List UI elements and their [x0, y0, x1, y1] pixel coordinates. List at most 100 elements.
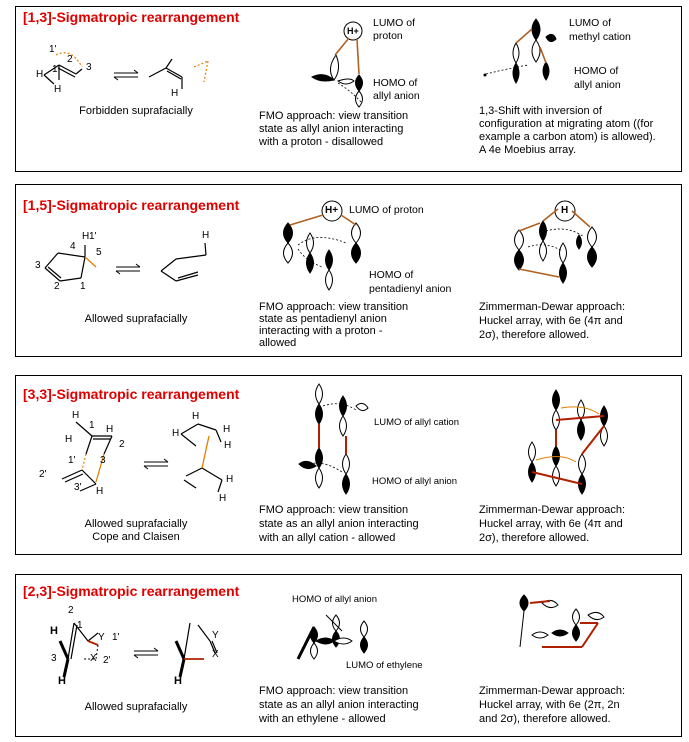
scheme-caption: Allowed suprafacially — [84, 701, 188, 713]
right-caption: Huckel array, with 6e (4π and — [479, 315, 623, 327]
panel-2-3-sigmatropic: [2,3]-Sigmatropic rearrangement 2 — [15, 574, 682, 737]
fmo-caption: interacting with a proton - — [259, 325, 383, 337]
atom-label: H — [171, 88, 179, 99]
atom-label: 1 — [80, 281, 86, 292]
fmo-caption: state as an allyl anion interacting — [259, 699, 419, 711]
atom-label: 1 — [89, 420, 95, 431]
right-caption: example a carbon atom) is allowed). — [479, 131, 656, 143]
atom-label: 2 — [119, 439, 125, 450]
right-caption: configuration at migrating atom ((for — [479, 118, 654, 130]
atom-label: H — [72, 410, 80, 421]
fmo-diagram-1-5 — [283, 200, 361, 291]
right-caption: 1,3-Shift with inversion of — [479, 105, 602, 117]
atom-label: H — [50, 625, 58, 637]
huckel-diagram-2-3 — [519, 594, 605, 648]
panel-1-3-sigmatropic: [1,3]-Sigmatropic rearrangement 1' 2 3 1 — [15, 6, 682, 172]
atom-label: 2' — [39, 469, 47, 480]
scheme-caption: Allowed suprafacially — [84, 518, 188, 530]
atom-label: H — [219, 493, 227, 504]
atom-label: H — [226, 474, 234, 485]
atom-label: 4 — [70, 241, 76, 252]
atom-label: 3' — [74, 482, 82, 493]
reaction-scheme-2-3 — [58, 622, 218, 678]
homo-label: allyl anion — [574, 79, 621, 91]
right-caption: and 2σ), therefore allowed. — [479, 713, 611, 725]
atom-label: H — [223, 424, 231, 435]
fmo-caption: with an allyl cation - allowed — [259, 532, 396, 544]
right-caption: A 4e Moebius array. — [479, 144, 577, 156]
panel-3-3-sigmatropic: [3,3]-Sigmatropic rearrangement — [15, 375, 682, 555]
atom-label: H — [192, 411, 200, 422]
atom-label: 5 — [96, 247, 102, 258]
atom-label: H — [36, 69, 44, 80]
proton-label: H+ — [325, 205, 339, 216]
fmo-caption: FMO approach: view transition — [259, 301, 409, 313]
atom-label: 3 — [86, 62, 92, 73]
atom-label: 1' — [89, 231, 97, 242]
atom-label: 1' — [49, 44, 57, 55]
panel-title: [1,5]-Sigmatropic rearrangement — [23, 197, 240, 213]
right-caption: Huckel array, with 6e (2π, 2n — [479, 699, 620, 711]
right-proton-label: H — [561, 205, 569, 216]
atom-label: 2' — [103, 655, 111, 666]
atom-label: Y — [212, 630, 219, 641]
atom-label: 2 — [67, 54, 73, 65]
right-caption: Zimmerman-Dewar approach: — [479, 685, 626, 697]
lumo-label: LUMO of ethylene — [346, 660, 423, 671]
atom-label: H — [54, 84, 62, 95]
homo-label: HOMO of — [369, 269, 414, 281]
lumo-label: LUMO of — [373, 17, 416, 29]
homo-label: pentadienyl anion — [369, 283, 452, 295]
right-caption: Huckel array, with 6e (4π and — [479, 518, 623, 530]
fmo-caption: with a proton - disallowed — [259, 136, 384, 148]
lumo-label: proton — [373, 30, 403, 42]
fmo-diagram-2-3 — [296, 614, 368, 660]
huckel-diagram-1-5 — [514, 200, 597, 284]
fmo-caption: state as pentadienyl anion — [259, 313, 387, 325]
right-caption: Zimmerman-Dewar approach: — [479, 301, 626, 313]
fmo-diagram-3-3 — [298, 383, 369, 495]
fmo-caption: with an ethylene - allowed — [259, 713, 386, 725]
right-caption: 2σ), therefore allowed. — [479, 329, 590, 341]
reaction-scheme-1-5 — [44, 242, 207, 282]
lumo-label: methyl cation — [569, 31, 631, 43]
fmo-caption: allowed — [259, 337, 297, 349]
panel-title: [1,3]-Sigmatropic rearrangement — [23, 9, 240, 25]
atom-label: 3 — [35, 260, 41, 271]
atom-label: 3 — [100, 455, 106, 466]
atom-label: 1 — [77, 620, 83, 631]
homo-label: HOMO of — [574, 65, 619, 77]
atom-label: 2 — [54, 281, 60, 292]
reaction-scheme-3-3 — [61, 421, 223, 493]
atom-label: H — [174, 675, 182, 687]
atom-label: 1' — [68, 455, 76, 466]
atom-label: 1 — [52, 64, 58, 75]
lumo-label: LUMO of proton — [349, 204, 424, 216]
atom-label: Y — [98, 632, 105, 643]
fmo-caption: FMO approach: view transition — [259, 504, 409, 516]
moebius-diagram-1-3 — [483, 18, 557, 84]
atom-label: H — [172, 428, 180, 439]
homo-label: HOMO of — [373, 77, 418, 89]
atom-label: 3 — [51, 653, 57, 664]
scheme-caption: Allowed suprafacially — [84, 313, 188, 325]
scheme-caption: Forbidden suprafacially — [79, 105, 193, 117]
homo-label: allyl anion — [373, 90, 420, 102]
proton-label: H+ — [347, 26, 359, 36]
atom-label: H — [96, 486, 104, 497]
fmo-caption: FMO approach: view transition — [259, 110, 409, 122]
atom-label: H — [82, 231, 90, 242]
atom-label: H — [106, 424, 114, 435]
atom-label: X — [90, 653, 97, 664]
atom-label: X — [212, 649, 219, 660]
atom-label: H — [202, 230, 210, 241]
right-caption: 2σ), therefore allowed. — [479, 532, 590, 544]
fmo-caption: state as allyl anion interacting — [259, 123, 404, 135]
homo-label: HOMO of allyl anion — [372, 476, 458, 487]
lumo-label: LUMO of — [569, 17, 612, 29]
atom-label: 1' — [112, 632, 120, 643]
fmo-diagram-1-3 — [311, 21, 363, 108]
right-caption: Zimmerman-Dewar approach: — [479, 504, 626, 516]
panel-title: [3,3]-Sigmatropic rearrangement — [23, 386, 240, 402]
huckel-diagram-3-3 — [528, 389, 608, 495]
